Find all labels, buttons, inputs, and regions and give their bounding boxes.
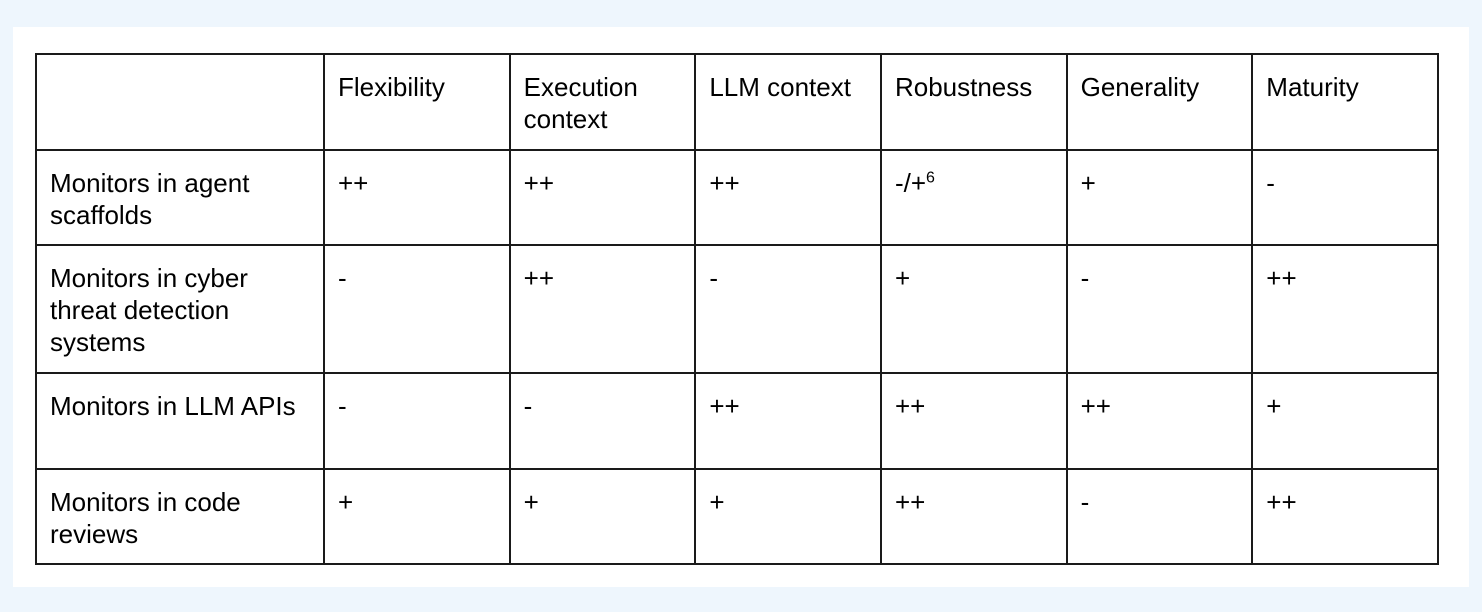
rating-cell: -: [1065, 468, 1254, 565]
table-row: Monitors in code reviews + + + ++ - ++: [35, 468, 1439, 565]
table-row: Monitors in LLM APIs - - ++ ++ ++ +: [35, 372, 1439, 470]
rating-cell: ++: [1251, 468, 1439, 565]
rating-cell: ++: [508, 244, 697, 374]
rating-cell: ++: [879, 372, 1068, 470]
rating-cell: ++: [323, 149, 511, 246]
row-label: Monitors in agent scaffolds: [35, 149, 325, 246]
footnote-marker: 6: [926, 169, 935, 187]
rating-cell: -: [323, 372, 511, 470]
row-label: Monitors in cyber threat detection syste…: [35, 244, 325, 374]
rating-cell: ++: [694, 149, 882, 246]
rating-cell: ++: [1065, 372, 1254, 470]
rating-cell: +: [879, 244, 1068, 374]
column-header-execution-context: Execution context: [508, 53, 697, 151]
rating-cell: -: [323, 244, 511, 374]
column-header-llm-context: LLM context: [694, 53, 882, 151]
rating-cell: +: [694, 468, 882, 565]
rating-cell: -/+6: [879, 149, 1068, 246]
rating-cell: ++: [1251, 244, 1439, 374]
rating-cell: +: [508, 468, 697, 565]
column-header-maturity: Maturity: [1251, 53, 1439, 151]
row-label: Monitors in code reviews: [35, 468, 325, 565]
table-row: Monitors in agent scaffolds ++ ++ ++ -/+…: [35, 149, 1439, 246]
rating-cell: -: [1065, 244, 1254, 374]
column-header-robustness: Robustness: [879, 53, 1068, 151]
column-header-generality: Generality: [1065, 53, 1254, 151]
rating-cell: ++: [879, 468, 1068, 565]
column-header-flexibility: Flexibility: [323, 53, 511, 151]
content-panel: Flexibility Execution context LLM contex…: [13, 27, 1469, 587]
rating-cell: -: [1251, 149, 1439, 246]
table-row: Monitors in cyber threat detection syste…: [35, 244, 1439, 374]
rating-value: -/+: [894, 168, 927, 198]
rating-cell: ++: [508, 149, 697, 246]
rating-cell: +: [1065, 149, 1254, 246]
rating-cell: -: [694, 244, 882, 374]
rating-cell: +: [323, 468, 511, 565]
header-row: Flexibility Execution context LLM contex…: [35, 53, 1439, 151]
rating-cell: -: [508, 372, 697, 470]
rating-cell: ++: [694, 372, 882, 470]
corner-cell: [35, 53, 325, 151]
rating-cell: +: [1251, 372, 1439, 470]
row-label: Monitors in LLM APIs: [35, 372, 325, 470]
monitor-comparison-table: Flexibility Execution context LLM contex…: [35, 53, 1439, 565]
